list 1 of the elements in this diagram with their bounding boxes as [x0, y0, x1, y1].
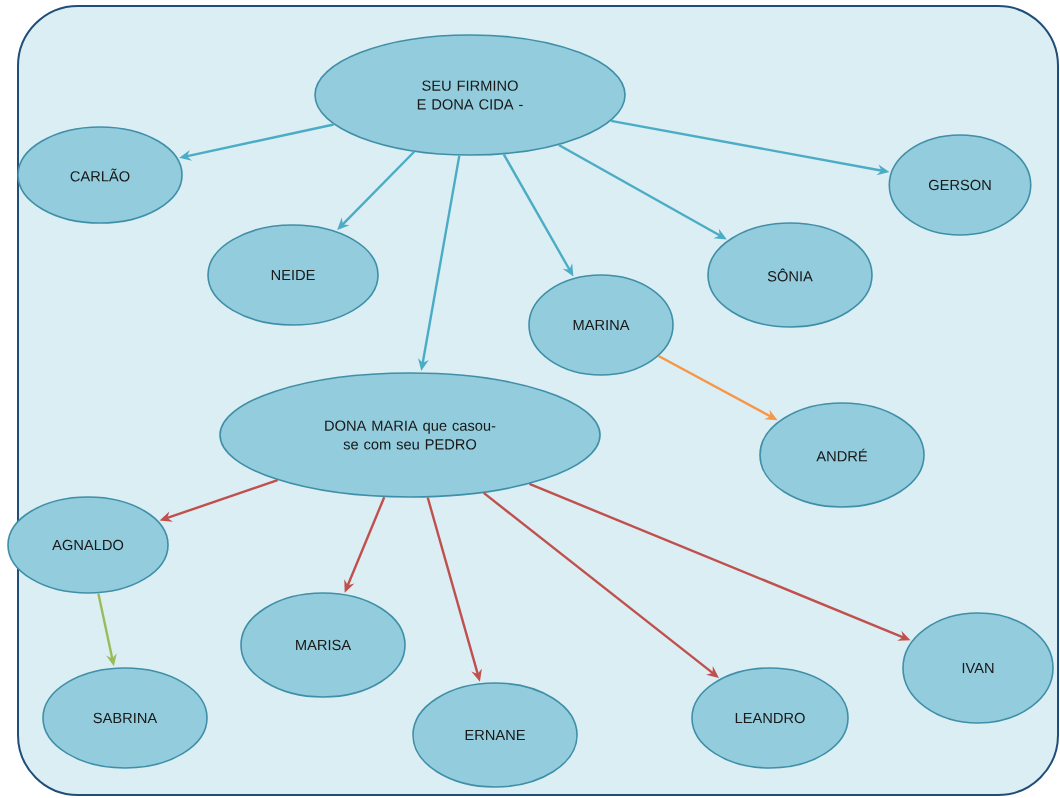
arrow	[482, 491, 719, 678]
